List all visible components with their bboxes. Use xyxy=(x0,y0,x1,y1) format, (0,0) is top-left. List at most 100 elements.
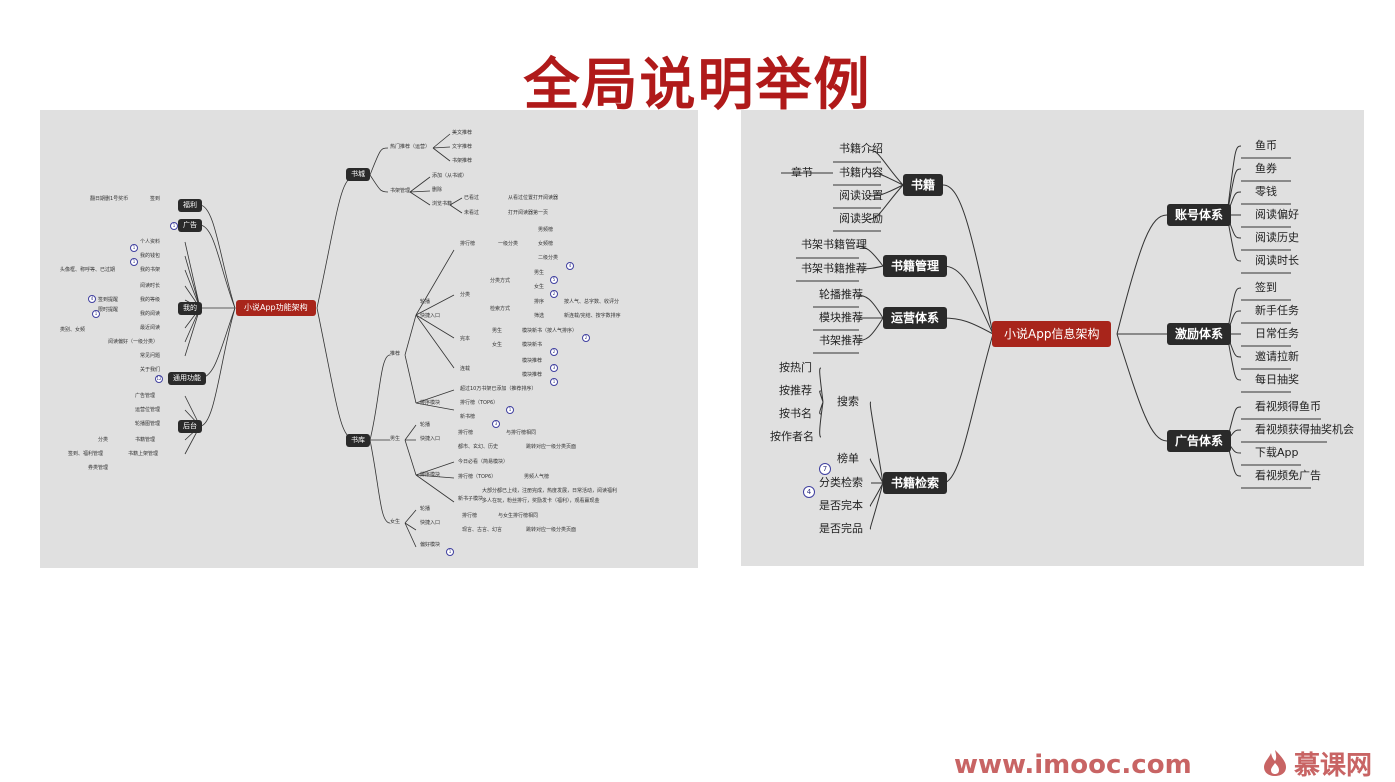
badge: 1 xyxy=(130,258,138,266)
label-search-item: 是否完本 xyxy=(819,499,863,512)
label-incentive-item: 日常任务 xyxy=(1255,327,1299,340)
label-lib-rec: 排序模块 xyxy=(420,400,441,406)
label-account-item: 阅读时长 xyxy=(1255,254,1299,267)
node-shelf: 书籍管理 xyxy=(883,255,948,277)
right-mindmap-panel: 小说App信息架构 书籍 书籍介绍 书籍内容 阅读设置 阅读奖励 章节 书籍管理… xyxy=(741,110,1364,566)
label-hot-item: 文字推荐 xyxy=(452,144,473,150)
node-ads: 广告 xyxy=(178,219,202,232)
badge: 4 xyxy=(566,262,574,270)
badge: 1 xyxy=(130,244,138,252)
label-mine-item: 关于我们 xyxy=(140,367,161,373)
badge: 1 xyxy=(92,310,100,318)
footer-url[interactable]: www.imooc.com xyxy=(954,750,1192,780)
label-lib-quick: 完本 xyxy=(460,336,471,342)
label-lib-male-note: 男频人气榜 xyxy=(524,474,550,480)
label-incentive-item: 签到 xyxy=(1255,281,1277,294)
label-mine-item: 阅读偏好（一级分类） xyxy=(108,339,159,345)
flame-logo-icon xyxy=(1264,750,1286,776)
label-backend-note: 券类管理 xyxy=(88,465,109,471)
label-lib-classify: 男生 xyxy=(534,270,545,276)
label-shelf-item: 删除 xyxy=(432,187,443,193)
label-mine-item: 阅读时长 xyxy=(140,283,161,289)
label-lib-sort: 新书榜 xyxy=(460,414,476,420)
label-welfare-note: 翻日期删1号奖币 xyxy=(90,196,129,202)
label-lib-finish: 模块推荐 xyxy=(522,372,543,378)
label-lib-classify: 筛选 xyxy=(534,313,545,319)
label-lib-classify: 分类方式 xyxy=(490,278,511,284)
label-search-sub: 按推荐 xyxy=(779,384,812,397)
label-lib-male-note: 跳转对应一级分类页面 xyxy=(526,444,577,450)
label-lib-rank: 一级分类 xyxy=(498,241,519,247)
label-search-sub: 按作者名 xyxy=(770,430,814,443)
left-center-node: 小说App功能架构 xyxy=(236,300,316,316)
badge: 3 xyxy=(550,364,558,372)
label-search-item: 分类检索 xyxy=(819,476,863,489)
label-lib-rec: 轮播 xyxy=(420,299,431,305)
badge: 4 xyxy=(803,486,815,498)
label-incentive-item: 邀请拉新 xyxy=(1255,350,1299,363)
label-backend-item: 轮播图管理 xyxy=(135,421,161,427)
label-mine-item: 我的钱包 xyxy=(140,253,161,259)
label-incentive-item: 每日抽奖 xyxy=(1255,373,1299,386)
label-books-item: 书籍介绍 xyxy=(839,142,883,155)
label-shelf-note: 从看过位置打开阅读器 xyxy=(508,195,559,201)
label-books-item: 阅读奖励 xyxy=(839,212,883,225)
label-lib-male-long: 大部分都已上线，注册完成，热度发展，日常活动，阅读福利 xyxy=(482,488,618,494)
node-ops: 运营体系 xyxy=(883,307,948,329)
label-mine-note: 类别、女频 xyxy=(60,327,86,333)
node-ads-system: 广告体系 xyxy=(1167,430,1232,452)
label-lib-classify-note: 按人气、总字数、收评分 xyxy=(564,299,620,305)
label-lib-female-note: 与女生排行榜相同 xyxy=(498,513,539,519)
label-lib-male-long: 多人在玩，粉丝排行，奖励发卡（福利），观看赢现金 xyxy=(482,498,600,504)
badge: 1 xyxy=(506,406,514,414)
node-mine: 我的 xyxy=(178,302,202,315)
label-hot-item: 美文推荐 xyxy=(452,130,473,136)
label-lib-female-note: 跳转对应一级分类页面 xyxy=(526,527,577,533)
label-shelf-sub: 已看过 xyxy=(464,195,480,201)
label-backend-item: 运营位管理 xyxy=(135,407,161,413)
label-account-item: 鱼币 xyxy=(1255,139,1277,152)
label-mine-item: 最近阅读 xyxy=(140,325,161,331)
label-lib-male: 快捷入口 xyxy=(420,436,441,442)
label-lib-finish: 模块新书（按人气排序） xyxy=(522,328,578,334)
node-search: 书籍检索 xyxy=(883,472,948,494)
node-welfare: 福利 xyxy=(178,199,202,212)
label-lib-quick: 排行榜 xyxy=(460,241,476,247)
label-lib-finish: 女生 xyxy=(492,342,503,348)
right-center-node: 小说App信息架构 xyxy=(992,321,1112,347)
label-mine-item: 我的等级 xyxy=(140,297,161,303)
label-lib-male: 今日必看（简易模块） xyxy=(458,459,509,465)
label-lib-finish: 模块推荐 xyxy=(522,358,543,364)
label-backend-note: 分类 xyxy=(98,437,109,443)
badge: 12 xyxy=(155,375,163,383)
label-ops-item: 书架推荐 xyxy=(819,334,863,347)
label-lib-male: 都市、玄幻、历史 xyxy=(458,444,499,450)
label-hot-item: 书架推荐 xyxy=(452,158,473,164)
label-shelf-item: 书架书籍推荐 xyxy=(801,262,867,275)
label-ads-item: 看视频获得抽奖机会 xyxy=(1255,423,1354,436)
label-account-item: 阅读历史 xyxy=(1255,231,1299,244)
label-ops-item: 模块推荐 xyxy=(819,311,863,324)
badge: 1 xyxy=(446,548,454,556)
badge: 2 xyxy=(550,348,558,356)
label-lib-classify: 检索方式 xyxy=(490,306,511,312)
label-lib-male: 排行榜 xyxy=(458,430,474,436)
label-books-sub: 章节 xyxy=(791,166,813,179)
label-shelf-mgmt: 书架管理 xyxy=(390,188,411,194)
label-mine-note: 签到提醒 xyxy=(98,297,119,303)
label-lib-sort: 排行榜（TOP6） xyxy=(460,400,499,406)
label-mine-note: 限时提醒 xyxy=(98,307,119,313)
label-search-sub: 按热门 xyxy=(779,361,812,374)
label-ops-item: 轮播推荐 xyxy=(819,288,863,301)
label-mine-item: 我的书架 xyxy=(140,267,161,273)
label-hot: 热门推荐（运营） xyxy=(390,144,431,150)
label-ads-item: 下载App xyxy=(1255,446,1299,459)
label-incentive-item: 新手任务 xyxy=(1255,304,1299,317)
label-shelf-item: 书架书籍管理 xyxy=(801,238,867,251)
label-backend-item: 书籍上架管理 xyxy=(128,451,159,457)
label-mine-item: 个人资料 xyxy=(140,239,161,245)
label-lib-sort: 超过10万书架已添加（推荐排序） xyxy=(460,386,537,392)
label-lib-female: 偏好模块 xyxy=(420,542,441,548)
label-lib-female: 快捷入口 xyxy=(420,520,441,526)
label-lib-section: 推荐 xyxy=(390,351,401,357)
